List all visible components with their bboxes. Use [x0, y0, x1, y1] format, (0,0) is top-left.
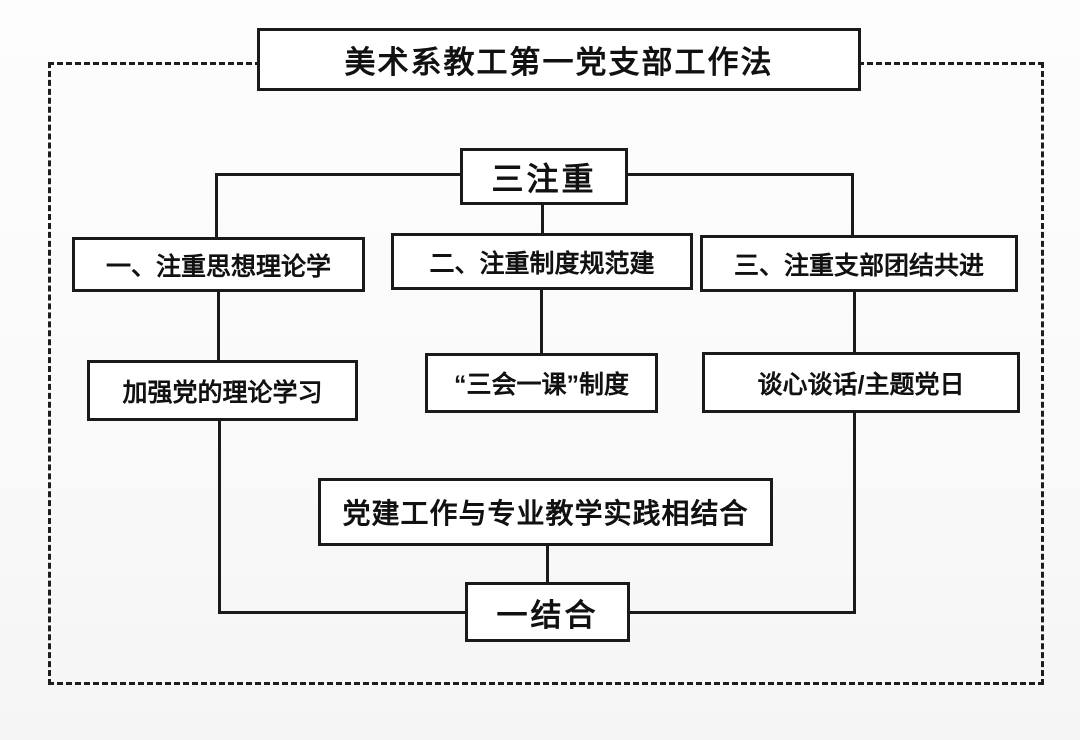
node-one-combination: 一结合 [465, 582, 630, 642]
branch3-detail-label: 谈心谈话/主题党日 [757, 370, 965, 399]
branch1-heading-label: 一、注重思想理论学 [105, 252, 331, 281]
connector-branch3-to-detail3 [853, 292, 856, 352]
node-branch1-detail: 加强党的理论学习 [87, 360, 358, 421]
node-branch3-detail: 谈心谈话/主题党日 [702, 352, 1020, 413]
diagram-title-box: 美术系教工第一党支部工作法 [257, 28, 861, 91]
integration-label: 党建工作与专业教学实践相结合 [342, 498, 749, 529]
node-one-combination-label: 一结合 [496, 597, 599, 633]
node-branch3-heading: 三、注重支部团结共进 [700, 235, 1018, 292]
branch2-heading-label: 二、注重制度规范建 [429, 249, 655, 278]
connector-detail3-down-vertical [853, 413, 856, 614]
connector-branch1-to-detail1 [217, 292, 220, 360]
connector-top-to-branch2 [541, 205, 544, 233]
connector-top-to-branch3-horizontal [628, 173, 854, 176]
connector-detail3-to-bottom-horizontal [630, 611, 856, 614]
connector-top-to-branch1-vertical [215, 173, 218, 237]
branch2-detail-label: “三会一课”制度 [453, 371, 629, 399]
node-three-emphases: 三注重 [460, 148, 628, 205]
connector-top-to-branch1-horizontal [215, 173, 460, 176]
node-branch2-heading: 二、注重制度规范建 [391, 233, 693, 290]
connector-top-to-branch3-vertical [851, 173, 854, 235]
branch3-heading-label: 三、注重支部团结共进 [733, 251, 984, 280]
node-integration: 党建工作与专业教学实践相结合 [318, 478, 773, 546]
connector-detail1-down-vertical [218, 421, 221, 614]
node-branch2-detail: “三会一课”制度 [425, 353, 658, 413]
connector-detail1-to-bottom-horizontal [218, 611, 465, 614]
branch1-detail-label: 加强党的理论学习 [122, 378, 323, 407]
diagram-title-text: 美术系教工第一党支部工作法 [344, 45, 774, 80]
node-branch1-heading: 一、注重思想理论学 [72, 237, 365, 292]
connector-branch2-to-detail2 [540, 290, 543, 353]
connector-integration-to-bottom [546, 546, 549, 582]
node-three-emphases-label: 三注重 [491, 160, 597, 197]
